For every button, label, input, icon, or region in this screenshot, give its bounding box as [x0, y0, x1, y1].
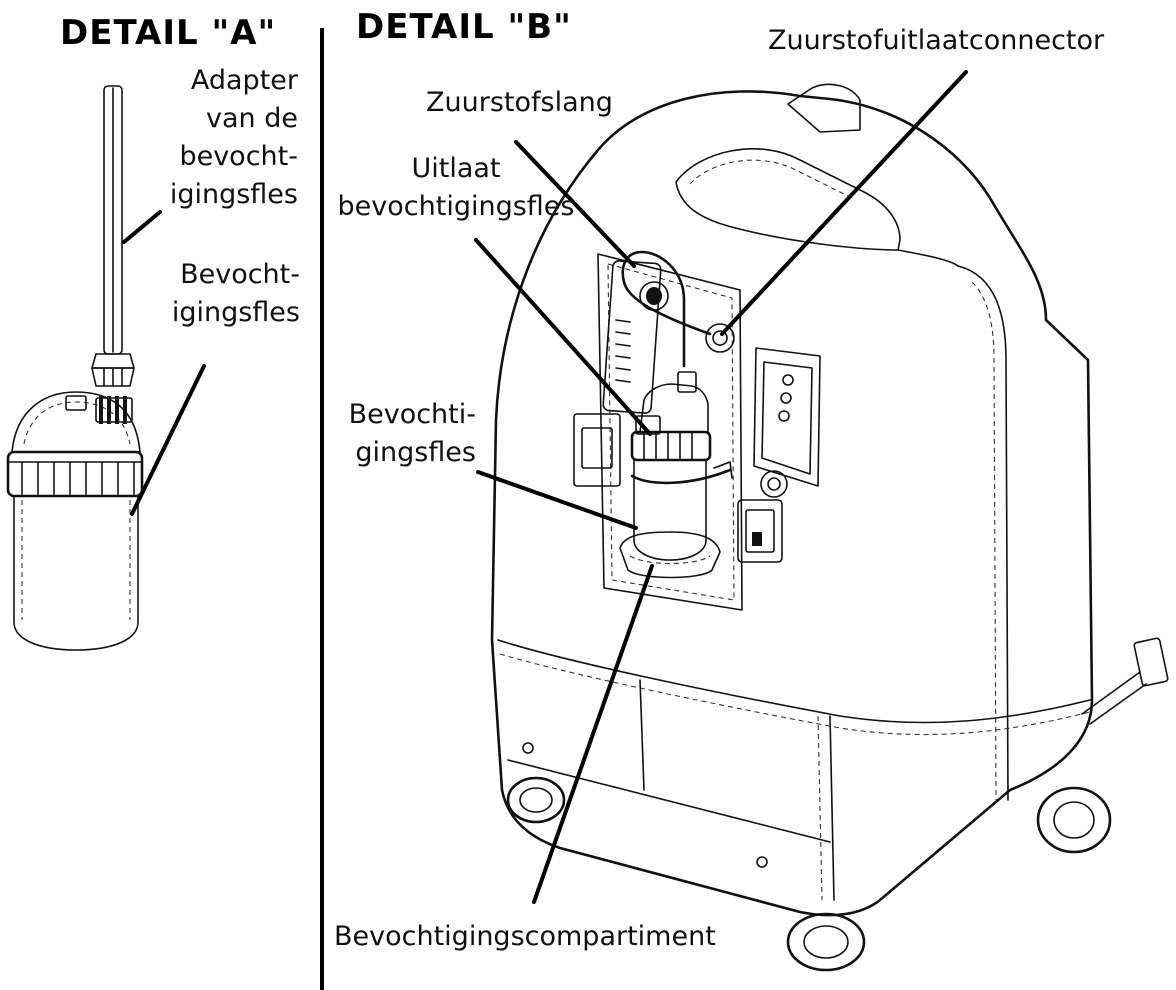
leader-compartment	[532, 564, 654, 904]
detail-b-heading: DETAIL "B"	[356, 7, 572, 47]
oxygen-concentrator-drawing	[490, 83, 1169, 972]
leader-adapter	[122, 210, 162, 244]
label-oxygen-tube: Zuurstofslang	[426, 87, 613, 118]
leader-oxygen-tube	[514, 140, 636, 268]
leader-bottle-a	[130, 364, 206, 516]
caster-front-right	[786, 912, 866, 972]
label-bottle-outlet: Uitlaat bevochtigingsfles	[337, 153, 575, 222]
caster-front-left	[506, 776, 566, 824]
leader-bottle-outlet	[474, 238, 652, 436]
label-humidifier-bottle-a: Bevocht- igingsfles	[171, 259, 300, 328]
leader-bottle-b	[476, 470, 638, 530]
caster-back-right	[1036, 786, 1112, 854]
label-oxygen-outlet-connector: Zuurstofuitlaatconnector	[768, 25, 1105, 56]
label-humidifier-bottle-b: Bevochti- gingsfles	[348, 399, 476, 468]
leader-outlet-connector	[720, 70, 968, 336]
detail-a-heading: DETAIL "A"	[60, 13, 277, 53]
humidifier-bottle-drawing	[6, 85, 144, 651]
label-humidifier-compartment: Bevochtigingscompartiment	[334, 921, 716, 952]
label-bottle-adapter: Adapter van de bevocht- igingsfles	[169, 65, 298, 210]
